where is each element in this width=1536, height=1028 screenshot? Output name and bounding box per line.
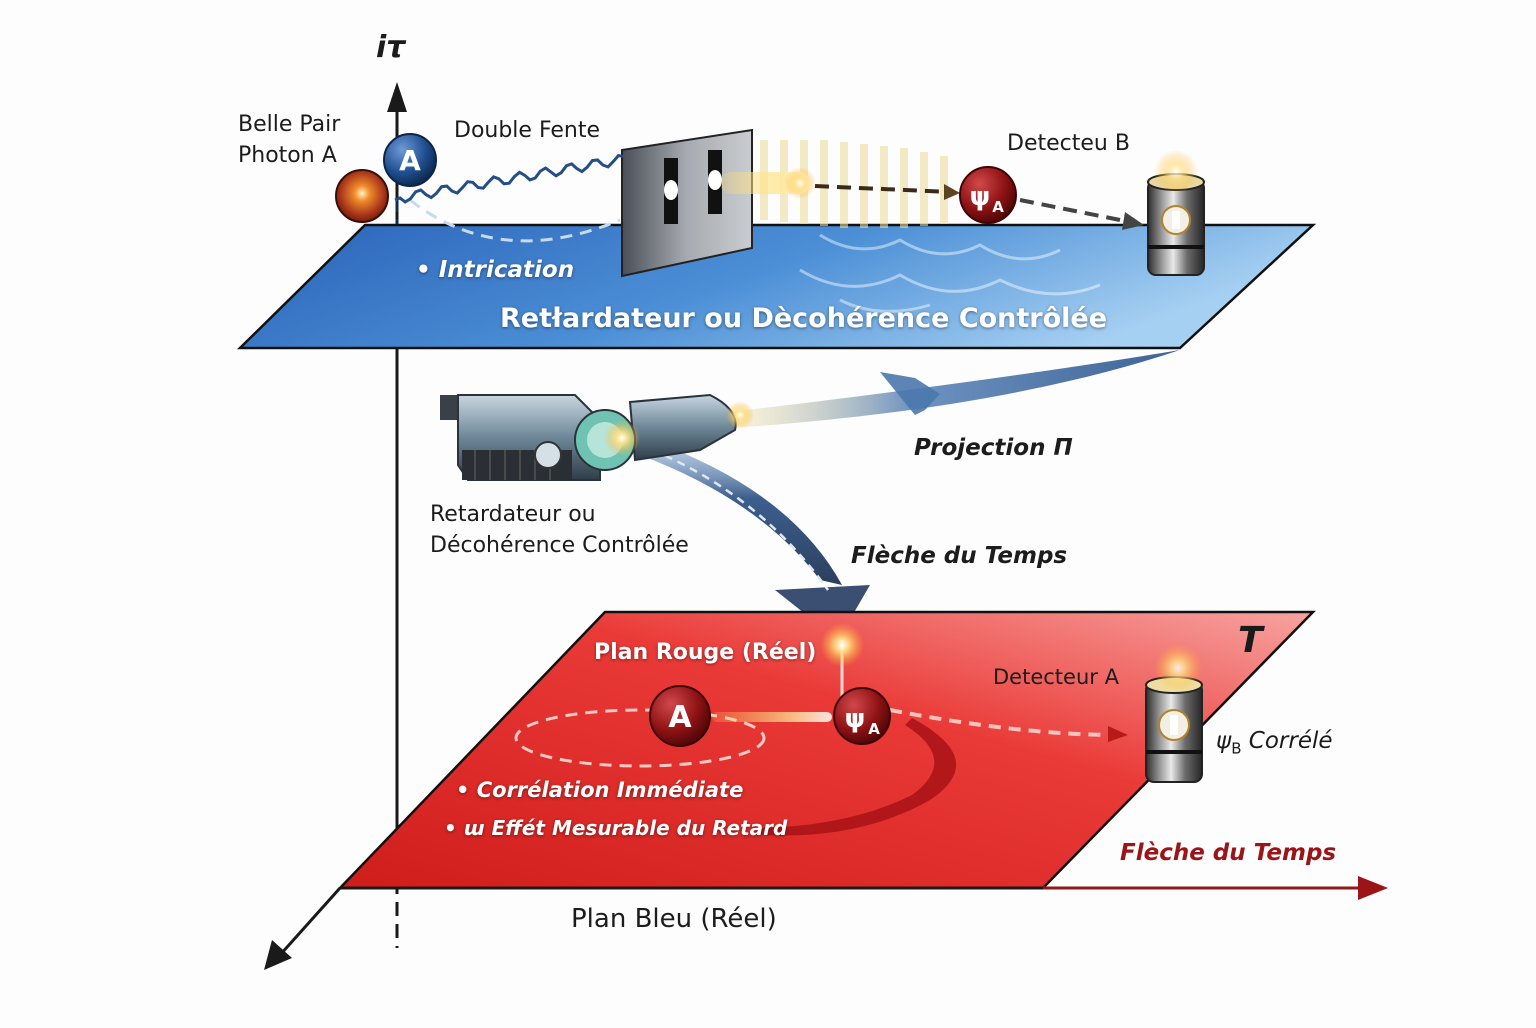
blue-plane-base-label: Plan Bleu (Réel) <box>571 904 777 934</box>
particle-a-bottom: A <box>649 685 711 747</box>
time-axis <box>264 876 1388 970</box>
dashed-arrow <box>814 184 951 194</box>
svg-text:ψ: ψ <box>845 704 866 734</box>
glow-icon <box>784 167 816 199</box>
time-arrow-label: Flèche du Temps <box>1120 840 1337 866</box>
projection-arrow <box>730 350 1180 428</box>
psi-a-top: ψ A <box>959 166 1017 224</box>
red-plane-title: Plan Rouge (Réel) <box>594 640 817 665</box>
bullet-correlation: • Corrélation Immédiate <box>456 778 744 802</box>
svg-text:A: A <box>992 198 1004 216</box>
particle-a-label: A <box>399 144 421 177</box>
dashed-arrow <box>1019 198 1131 224</box>
axis-label-itau: iτ <box>376 30 406 65</box>
detector-a-icon <box>1145 644 1203 783</box>
blue-plane-caption: Retłardateur ou Dècohérence Contrôlée <box>500 303 1108 334</box>
bullet-measurable-effect: • ɯ Effét Mesurable du Retard <box>444 816 788 840</box>
detector-b-icon <box>1147 150 1205 276</box>
projection-label: Projection Π <box>914 435 1073 461</box>
source-label-line2: Photon A <box>238 143 337 168</box>
double-slit-label: Double Fente <box>454 118 601 143</box>
bullet-intrication: • Intrication <box>416 257 575 283</box>
svg-text:A: A <box>868 720 880 738</box>
vertical-axis <box>387 82 407 948</box>
red-plane <box>337 610 1316 890</box>
psi-a-bottom: ψ A <box>833 687 891 745</box>
caustic-pattern <box>799 233 1101 313</box>
svg-text:ψ: ψ <box>970 182 991 212</box>
plane-corner-label-t: T <box>1238 620 1263 661</box>
photon-wave <box>394 154 624 204</box>
detector-b-label: Detecteu B <box>1007 131 1130 156</box>
double-slit <box>621 128 753 278</box>
psi-b-correlated-label: ψB Corrélé <box>1216 728 1333 758</box>
retarder-device-icon <box>440 393 754 481</box>
source-label-line1: Belle Pair <box>238 112 341 137</box>
device-label-line1: Retardateur ou <box>430 502 596 527</box>
depth-arrowhead-icon <box>264 940 292 970</box>
photon-source-icon <box>335 169 389 223</box>
time-arrowhead-icon <box>1358 876 1388 900</box>
particle-a-top: A <box>383 133 437 187</box>
device-label-line2: Décohérence Contrôlée <box>430 533 689 558</box>
arrow-of-time-label: Flèche du Temps <box>851 543 1068 569</box>
blue-plane <box>236 198 1317 350</box>
detector-a-label: Detecteur A <box>993 665 1119 689</box>
svg-text:A: A <box>668 700 692 735</box>
axis-arrowhead-icon <box>387 82 407 112</box>
